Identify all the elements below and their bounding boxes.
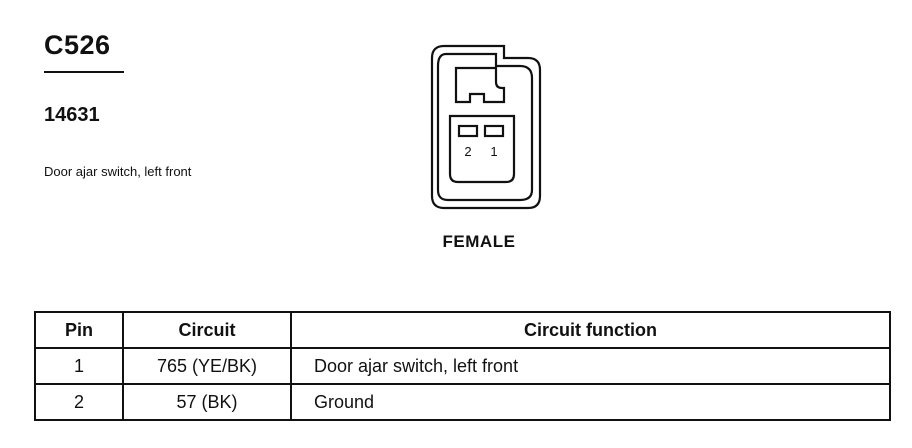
pin-cell: 1 — [34, 347, 124, 385]
cavity-1 — [483, 124, 505, 138]
cavity-2 — [457, 124, 479, 138]
header-pin: Pin — [34, 311, 124, 349]
connector-face-diagram: 2 1 — [430, 44, 542, 210]
connector-latch — [454, 66, 506, 104]
connector-inner-shell — [436, 52, 534, 202]
connector-outer-shell — [430, 44, 542, 210]
terminal-block — [448, 114, 516, 184]
circuit-cell: 57 (BK) — [122, 383, 292, 421]
cavity-label-1: 1 — [490, 144, 497, 159]
connector-id: C526 — [44, 30, 111, 60]
pin-table: Pin Circuit Circuit function 1 765 (YE/B… — [34, 311, 891, 421]
circuit-function-cell: Door ajar switch, left front — [290, 347, 891, 385]
pin-cell: 2 — [34, 383, 124, 421]
cavity-label-2: 2 — [464, 144, 471, 159]
table-row: 1 765 (YE/BK) Door ajar switch, left fro… — [34, 347, 891, 385]
circuit-cell: 765 (YE/BK) — [122, 347, 292, 385]
table-row: 2 57 (BK) Ground — [34, 383, 891, 421]
connector-gender-label: FEMALE — [442, 232, 516, 251]
table-header-row: Pin Circuit Circuit function — [34, 311, 891, 349]
connector-id-underline — [44, 71, 124, 73]
part-number: 14631 — [44, 104, 100, 126]
header-circuit: Circuit — [122, 311, 292, 349]
circuit-function-cell: Ground — [290, 383, 891, 421]
connector-description: Door ajar switch, left front — [44, 164, 192, 179]
header-circuit-function: Circuit function — [290, 311, 891, 349]
